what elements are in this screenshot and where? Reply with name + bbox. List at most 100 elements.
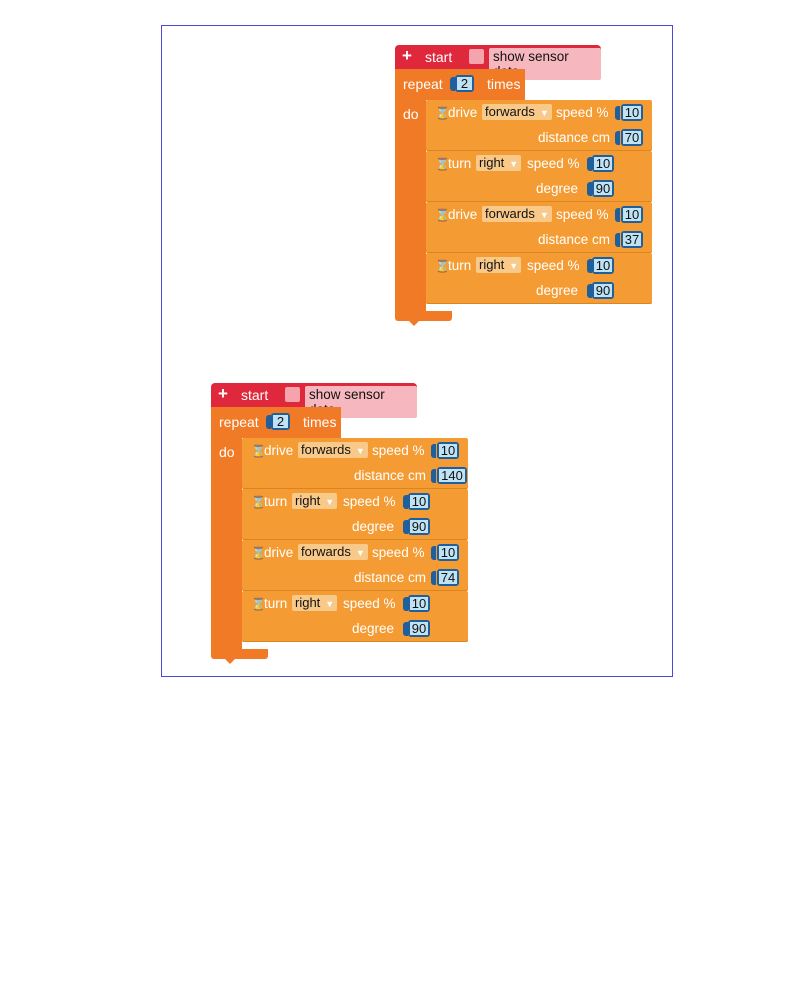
- input-tab: [266, 415, 271, 429]
- do-label: do: [219, 444, 235, 460]
- turn-block[interactable]: ⌛ turn right▼ speed % 10 degree 90: [426, 151, 652, 202]
- turn-label: turn: [264, 494, 288, 509]
- hourglass-icon: ⌛: [435, 157, 450, 171]
- repeat-count-input[interactable]: 2: [455, 75, 474, 92]
- degree-input[interactable]: 90: [408, 620, 430, 637]
- turn-label: turn: [448, 156, 472, 171]
- input-tab: [587, 259, 592, 273]
- block-connector: [409, 321, 419, 326]
- chevron-down-icon: ▼: [355, 548, 365, 558]
- repeat-do-arm: do: [395, 100, 426, 311]
- turn-block[interactable]: ⌛ turn right▼ speed % 10 degree 90: [242, 489, 468, 540]
- direction-dropdown[interactable]: forwards▼: [298, 442, 368, 458]
- hourglass-icon: ⌛: [251, 495, 266, 509]
- chevron-down-icon: ▼: [355, 446, 365, 456]
- turn-block[interactable]: ⌛ turn right▼ speed % 10 degree 90: [426, 253, 652, 304]
- drive-label: drive: [448, 207, 478, 222]
- distance-input[interactable]: 140: [437, 467, 467, 484]
- hourglass-icon: ⌛: [435, 259, 450, 273]
- hourglass-icon: ⌛: [435, 106, 450, 120]
- start-hat-block[interactable]: + start show sensor data: [211, 383, 417, 418]
- degree-label: degree: [352, 519, 395, 534]
- direction-dropdown[interactable]: forwards▼: [482, 104, 552, 120]
- start-hat-block[interactable]: + start show sensor data: [395, 45, 601, 80]
- degree-input[interactable]: 90: [592, 282, 614, 299]
- input-tab: [615, 208, 620, 222]
- start-label: start: [241, 387, 269, 403]
- speed-label: speed %: [343, 596, 396, 611]
- speed-input[interactable]: 10: [592, 155, 614, 172]
- distance-input[interactable]: 37: [621, 231, 643, 248]
- distance-input[interactable]: 70: [621, 129, 643, 146]
- plus-icon[interactable]: +: [402, 46, 412, 65]
- repeat-block[interactable]: repeat 2 times: [395, 69, 525, 100]
- speed-label: speed %: [527, 258, 580, 273]
- input-tab: [431, 571, 436, 585]
- plus-icon[interactable]: +: [218, 384, 228, 403]
- distance-label: distance cm: [354, 468, 427, 483]
- blocks-workspace: + start show sensor data repeat 2 times …: [161, 25, 673, 677]
- drive-block[interactable]: ⌛ drive forwards▼ speed % 10 distance cm…: [242, 540, 468, 591]
- repeat-count-input[interactable]: 2: [271, 413, 290, 430]
- drive-block[interactable]: ⌛ drive forwards▼ speed % 10 distance cm…: [242, 438, 468, 489]
- speed-label: speed %: [527, 156, 580, 171]
- chevron-down-icon: ▼: [539, 210, 549, 220]
- chevron-down-icon: ▼: [509, 261, 519, 271]
- direction-dropdown[interactable]: right▼: [292, 595, 338, 611]
- chevron-down-icon: ▼: [539, 108, 549, 118]
- speed-input[interactable]: 10: [437, 442, 459, 459]
- degree-label: degree: [536, 181, 579, 196]
- turn-block[interactable]: ⌛ turn right▼ speed % 10 degree 90: [242, 591, 468, 642]
- speed-input[interactable]: 10: [621, 104, 643, 121]
- turn-label: turn: [264, 596, 288, 611]
- drive-label: drive: [448, 105, 478, 120]
- speed-label: speed %: [372, 443, 425, 458]
- distance-input[interactable]: 74: [437, 569, 459, 586]
- input-tab: [615, 131, 620, 145]
- distance-label: distance cm: [354, 570, 427, 585]
- speed-label: speed %: [372, 545, 425, 560]
- repeat-block-foot: [211, 649, 268, 659]
- input-tab: [587, 284, 592, 298]
- speed-input[interactable]: 10: [437, 544, 459, 561]
- degree-input[interactable]: 90: [408, 518, 430, 535]
- hourglass-icon: ⌛: [435, 208, 450, 222]
- times-label: times: [487, 76, 521, 92]
- hourglass-icon: ⌛: [251, 444, 266, 458]
- speed-input[interactable]: 10: [408, 595, 430, 612]
- direction-dropdown[interactable]: forwards▼: [298, 544, 368, 560]
- block-connector: [225, 659, 235, 664]
- speed-input[interactable]: 10: [621, 206, 643, 223]
- drive-block[interactable]: ⌛ drive forwards▼ speed % 10 distance cm…: [426, 202, 652, 253]
- program-block-1[interactable]: + start show sensor data repeat 2 times …: [395, 45, 655, 345]
- start-label: start: [425, 49, 453, 65]
- input-tab: [615, 106, 620, 120]
- direction-dropdown[interactable]: right▼: [476, 257, 522, 273]
- repeat-block-foot: [395, 311, 452, 321]
- times-label: times: [303, 414, 337, 430]
- repeat-block[interactable]: repeat 2 times: [211, 407, 341, 438]
- drive-block[interactable]: ⌛ drive forwards▼ speed % 10 distance cm…: [426, 100, 652, 151]
- direction-dropdown[interactable]: right▼: [476, 155, 522, 171]
- repeat-label: repeat: [403, 76, 443, 92]
- do-label: do: [403, 106, 419, 122]
- speed-input[interactable]: 10: [408, 493, 430, 510]
- degree-input[interactable]: 90: [592, 180, 614, 197]
- sensor-checkbox[interactable]: [285, 387, 300, 402]
- speed-label: speed %: [556, 105, 609, 120]
- speed-input[interactable]: 10: [592, 257, 614, 274]
- degree-label: degree: [352, 621, 395, 636]
- turn-label: turn: [448, 258, 472, 273]
- input-tab: [403, 597, 408, 611]
- input-tab: [403, 495, 408, 509]
- input-tab: [403, 520, 408, 534]
- input-tab: [403, 622, 408, 636]
- direction-dropdown[interactable]: forwards▼: [482, 206, 552, 222]
- sensor-checkbox[interactable]: [469, 49, 484, 64]
- direction-dropdown[interactable]: right▼: [292, 493, 338, 509]
- program-block-2[interactable]: + start show sensor data repeat 2 times …: [211, 383, 471, 683]
- input-tab: [431, 469, 436, 483]
- speed-label: speed %: [556, 207, 609, 222]
- input-tab: [431, 546, 436, 560]
- input-tab: [431, 444, 436, 458]
